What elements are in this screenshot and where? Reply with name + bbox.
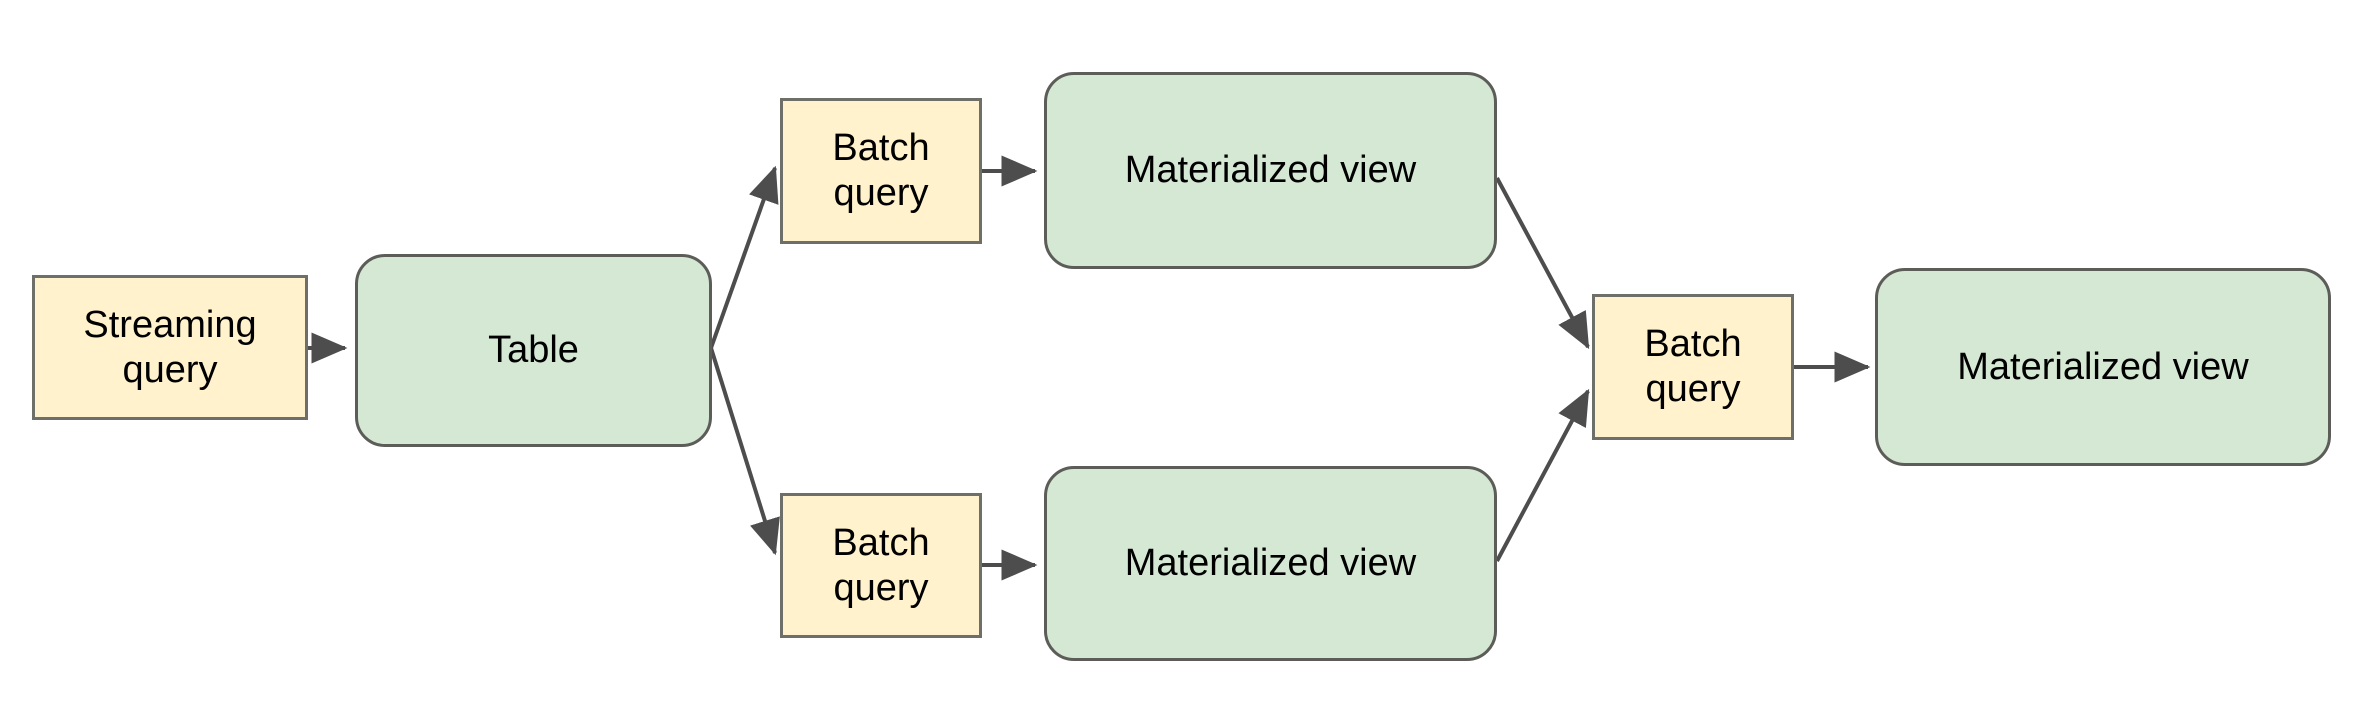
node-materialized-view-final[interactable]: Materialized view (1875, 268, 2331, 466)
node-materialized-view-top-label: Materialized view (1124, 149, 1417, 192)
edge-table-to-batch-query-bottom (709, 347, 780, 556)
edge-table-to-batch-query-top (709, 165, 779, 349)
node-table-label: Table (488, 329, 579, 372)
node-batch-query-bottom[interactable]: Batch query (780, 493, 982, 638)
node-batch-query-join[interactable]: Batch query (1592, 294, 1794, 440)
node-batch-query-join-label: Batch query (1644, 323, 1742, 410)
node-materialized-view-final-label: Materialized view (1957, 345, 2249, 388)
node-table[interactable]: Table (355, 254, 712, 447)
node-batch-query-top[interactable]: Batch query (780, 98, 982, 244)
node-batch-query-top-label: Batch query (832, 127, 930, 214)
edge-materialized-view-top-to-batch-query-join (1495, 177, 1590, 350)
node-streaming-query-label: Streaming query (83, 303, 257, 391)
node-materialized-view-top[interactable]: Materialized view (1044, 72, 1497, 269)
node-materialized-view-bottom-label: Materialized view (1124, 542, 1417, 585)
edge-materialized-view-bottom-to-batch-query-join (1495, 388, 1590, 562)
node-materialized-view-bottom[interactable]: Materialized view (1044, 466, 1497, 661)
node-streaming-query[interactable]: Streaming query (32, 275, 308, 420)
node-batch-query-bottom-label: Batch query (832, 521, 930, 609)
